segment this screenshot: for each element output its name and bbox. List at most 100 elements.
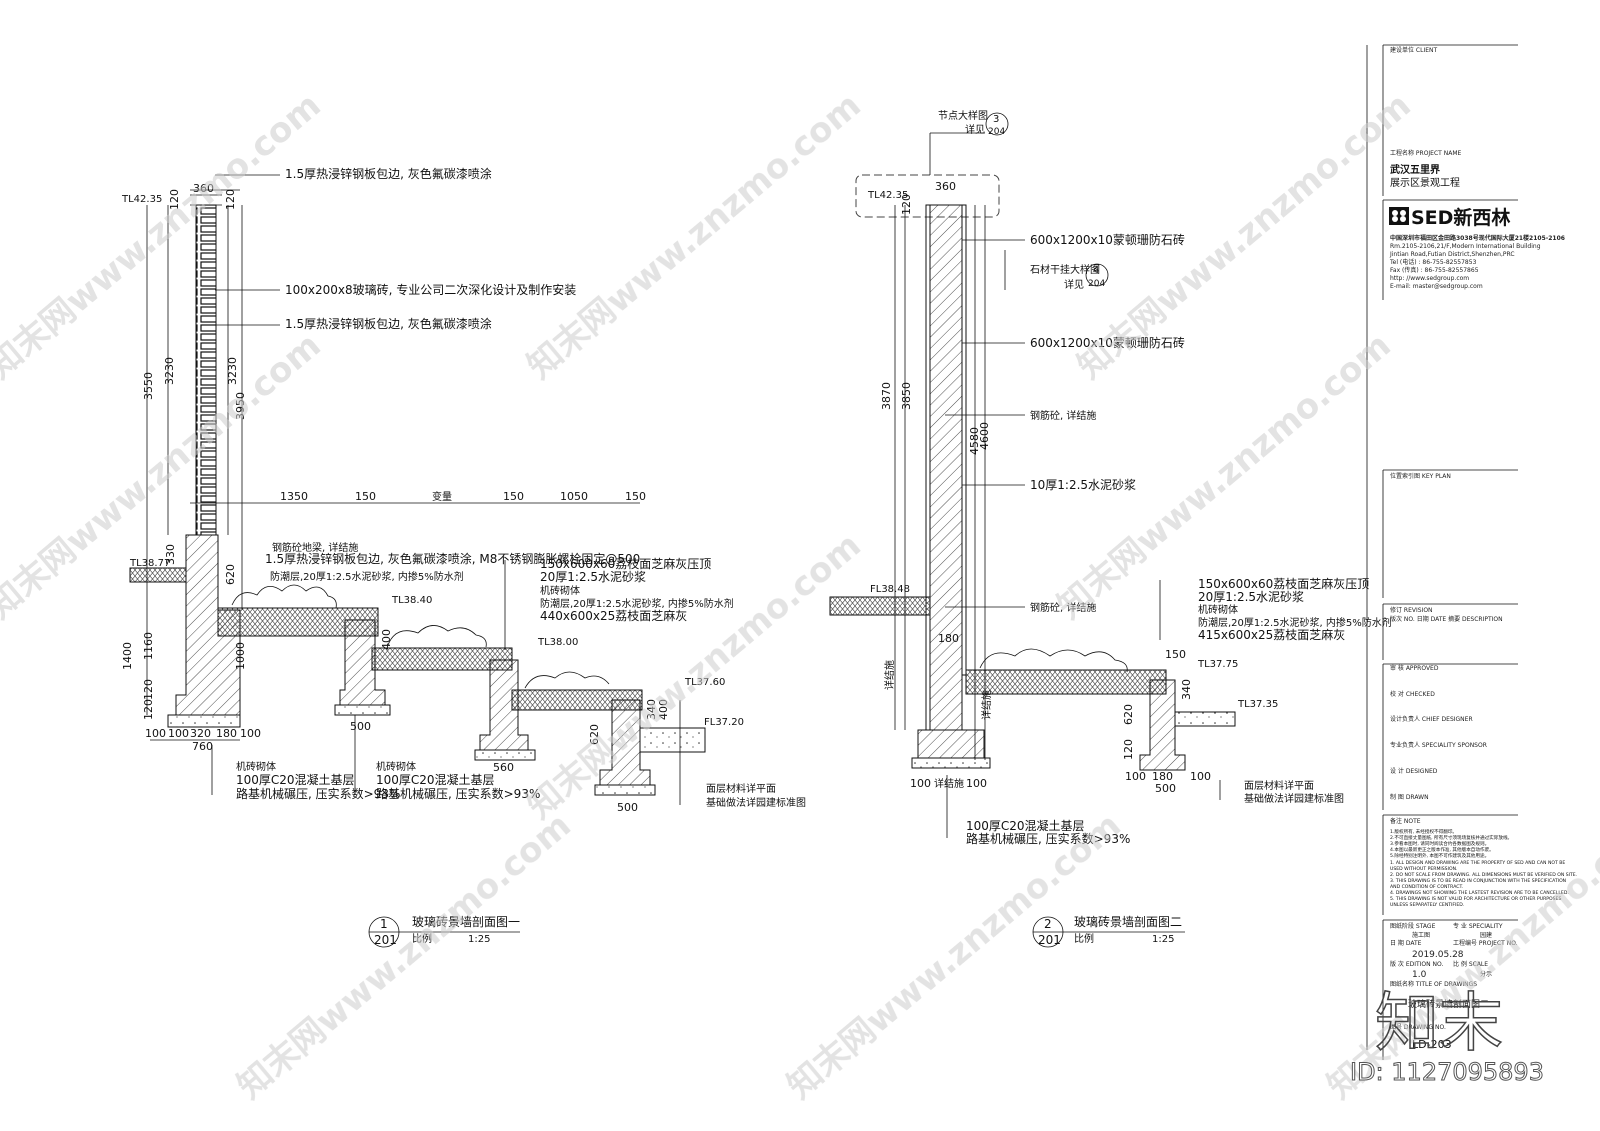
dim-text: 150 — [503, 490, 524, 503]
level-mark: TL37.75 — [1197, 659, 1238, 670]
annotation: 100x200x8玻璃砖, 专业公司二次深化设计及制作安装 — [285, 282, 576, 297]
drawing-2-levels: TL42.35 FL38.48 TL37.75 TL37.35 — [867, 190, 1278, 710]
note-line: 3. THIS DRAWING IS TO BE READ IN CONJUNC… — [1390, 878, 1566, 884]
note-line: 1.版权所有, 未经授权不得翻印。 — [1390, 828, 1457, 835]
annotation: 10厚1:2.5水泥砂浆 — [1030, 477, 1136, 492]
annotation: 600x1200x10蒙顿珊防石砖 — [1030, 335, 1185, 350]
dim-text: 360 — [193, 182, 214, 195]
level-mark: TL42.35 — [867, 190, 908, 201]
annotation: 100厚C20混凝土基层 — [376, 772, 495, 787]
detail-number: 3 — [993, 114, 999, 125]
watermark-text: 知末网www.znzmo.com — [520, 85, 869, 387]
level-mark: TL37.35 — [1237, 699, 1278, 710]
dim-text: 1400 — [121, 642, 134, 670]
annotation: 基础做法详园建标准图 — [1244, 792, 1344, 805]
annotation: 机砖砌体 — [540, 584, 580, 597]
level-mark: TL42.35 — [121, 194, 162, 205]
drawing-no-value: LD-203 — [1412, 1038, 1452, 1051]
sheet-number: 201 — [374, 933, 397, 947]
level-mark: TL38.40 — [391, 595, 432, 606]
dim-text: 400 — [380, 629, 393, 650]
level-mark: TL38.77 — [129, 558, 170, 569]
section-drawing-2 — [829, 112, 1236, 838]
scale-label: 比例 — [412, 932, 432, 945]
note-line: 5. THIS DRAWING IS NOT VALID FOR ARCHITE… — [1390, 896, 1561, 902]
annotation: 415x600x25荔枝面芝麻灰 — [1198, 627, 1345, 642]
dim-text: 120 — [900, 194, 913, 215]
glass-brick-wall — [195, 204, 217, 536]
dim-text: 1000 — [234, 642, 247, 670]
level-mark: FL37.20 — [704, 717, 744, 728]
dim-text: 100 — [966, 777, 987, 790]
drawing-1-annotations: 1.5厚热浸锌钢板包边, 灰色氟碳漆喷涂 100x200x8玻璃砖, 专业公司二… — [236, 166, 806, 809]
note-line: AND CONDITION OF CONTRACT. — [1390, 884, 1463, 890]
annotation: 路基机械碾压, 压实系数>93% — [376, 786, 540, 801]
dim-text: 150 — [355, 490, 376, 503]
dim-text: 100 — [145, 727, 166, 740]
note-line: USED WITHOUT PERMISSION. — [1390, 866, 1457, 872]
detail-callout-label: 石材干挂大样图 — [1030, 263, 1100, 276]
dim-text: 320 — [190, 727, 211, 740]
level-mark: TL37.60 — [684, 677, 725, 688]
dim-text: 360 — [935, 180, 956, 193]
checked-label: 校 对 CHECKED — [1390, 690, 1435, 698]
drawing-title: 玻璃砖景墙剖面图一 — [412, 914, 520, 929]
speciality-sponsor-label: 专业负责人 SPECIALITY SPONSOR — [1390, 741, 1487, 749]
dim-text: 1350 — [280, 490, 308, 503]
dim-text: 变量 — [432, 490, 452, 503]
watermark-text: 知末网www.znzmo.com — [230, 805, 579, 1107]
dim-text: 1160 — [142, 632, 155, 660]
annotation: 20厚1:2.5水泥砂浆 — [1198, 589, 1304, 604]
znzmo-logo: 知末 — [1374, 986, 1504, 1062]
annotation: 100厚C20混凝土基层 — [966, 818, 1085, 833]
annotation: 440x600x25荔枝面芝麻灰 — [540, 608, 687, 623]
reinforced-concrete-wall — [929, 204, 963, 731]
dim-text: 620 — [224, 564, 237, 585]
dim-text: 500 — [1155, 782, 1176, 795]
watermark-text: 知末网www.znzmo.com — [0, 85, 329, 387]
annotation: 1.5厚热浸锌钢板包边, 灰色氟碳漆喷涂, M8不锈钢膨胀螺栓固定@500 — [265, 551, 640, 566]
dim-text: 120 — [168, 189, 181, 210]
approved-label: 审 核 APPROVED — [1390, 664, 1439, 672]
dim-text: 150 — [1165, 648, 1186, 661]
project-label: 工程名称 PROJECT NAME — [1390, 149, 1462, 157]
edition-value: 1.0 — [1412, 970, 1427, 980]
drawn-label: 制 图 DRAWN — [1390, 793, 1429, 801]
annotation: 防潮层,20厚1:2.5水泥砂浆, 内掺5%防水剂 — [1198, 616, 1392, 629]
dim-text: 180 — [216, 727, 237, 740]
detail-callout-label: 节点大样图 — [938, 109, 988, 122]
drawing-number: 1 — [380, 917, 388, 931]
dim-text: 3870 — [880, 382, 893, 410]
address-cn: 中国深圳市福田区金田路3038号现代国际大厦21楼2105-2106 — [1390, 234, 1565, 242]
dim-text: 120 — [1122, 739, 1135, 760]
stage-label: 图纸阶段 STAGE — [1390, 922, 1436, 930]
dim-text: 100 — [240, 727, 261, 740]
annotation: 基础做法详园建标准图 — [706, 796, 806, 809]
dim-text: 340 — [1180, 679, 1193, 700]
annotation: 150x600x60荔枝面芝麻灰压顶 — [540, 556, 711, 571]
address-en: Jintian Road,Futian District,Shenzhen,PR… — [1389, 251, 1515, 258]
watermark: 知末网www.znzmo.com 知末网www.znzmo.com 知末网www… — [0, 85, 1600, 1107]
dim-text: 3550 — [142, 372, 155, 400]
annotation: 1.5厚热浸锌钢板包边, 灰色氟碳漆喷涂 — [285, 316, 492, 331]
dim-text: 4600 — [978, 422, 991, 450]
note-line: 1. ALL DESIGN AND DRAWING ARE THE PROPER… — [1390, 860, 1565, 866]
note-line: 4.本图以最新更正之版本作准, 其他版本自动作废。 — [1390, 846, 1494, 853]
note-line: 2.不可直接丈量图纸, 所有尺寸须现场复核并通过实际放线。 — [1390, 834, 1512, 841]
keyplan-label: 位置索引图 KEY PLAN — [1390, 472, 1451, 480]
email: E-mail: master@sedgroup.com — [1390, 283, 1483, 290]
dim-text: 100 — [168, 727, 189, 740]
level-mark: FL38.48 — [870, 584, 910, 595]
annotation: 防潮层,20厚1:2.5水泥砂浆, 内掺5%防水剂 — [270, 570, 464, 583]
project-no-label: 工程编号 PROJECT NO. — [1453, 939, 1518, 947]
dim-text: 150 — [625, 490, 646, 503]
annotation: 600x1200x10蒙顿珊防石砖 — [1030, 232, 1185, 247]
drawing-2-dimensions: 360 120 3870 3850 4580 4600 180 620 340 … — [880, 180, 1211, 795]
dim-text: 180 — [938, 632, 959, 645]
chief-designer-label: 设计负责人 CHIEF DESIGNER — [1390, 715, 1473, 723]
drawing-number: 2 — [1044, 917, 1052, 931]
dim-text: 1050 — [560, 490, 588, 503]
revision-columns: 版次 NO. 日期 DATE 摘要 DESCRIPTION — [1390, 615, 1503, 623]
title-label: 图纸名称 TITLE OF DRAWINGS — [1390, 980, 1477, 988]
dim-text: 330 — [164, 544, 177, 565]
